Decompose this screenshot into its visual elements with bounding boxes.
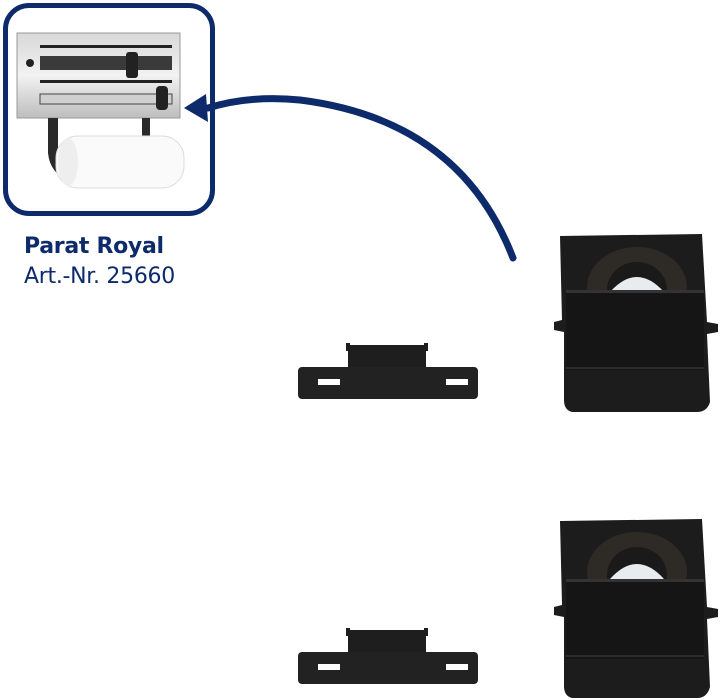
end-cap-icon: [554, 519, 718, 698]
mounting-clip-icon: [298, 343, 478, 399]
end-cap-icon: [554, 234, 718, 412]
mounting-clip-icon: [298, 628, 478, 684]
product-name: Parat Royal: [24, 234, 164, 259]
article-number: Art.-Nr. 25660: [24, 264, 175, 289]
product-image-frame: [3, 3, 215, 216]
kitchen-roll-holder-icon: [16, 32, 185, 189]
